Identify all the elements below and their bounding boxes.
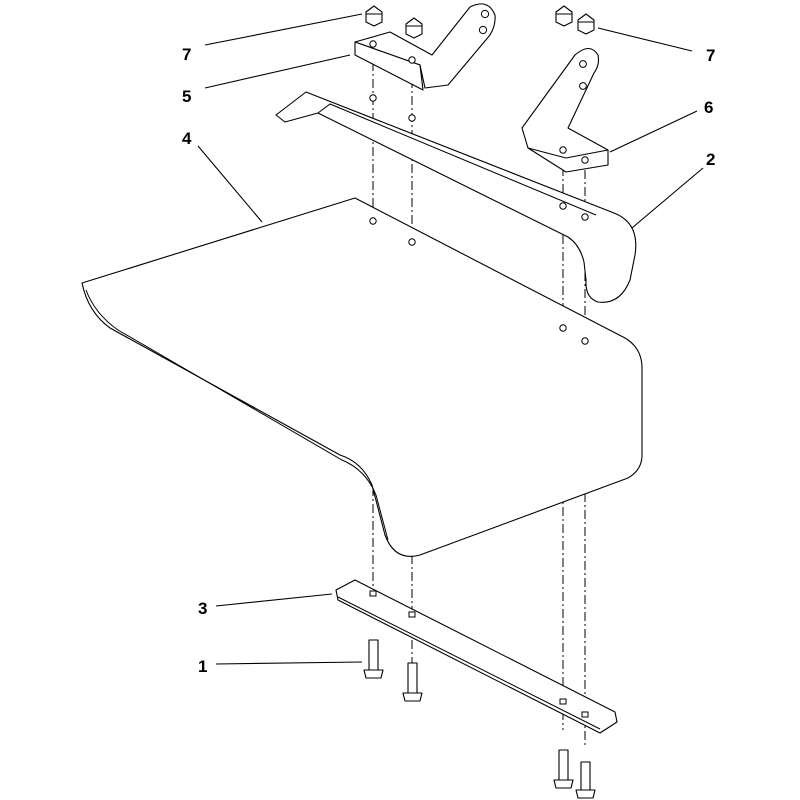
carriage-bolts [363, 639, 596, 799]
nut-right-a [555, 5, 573, 27]
upper-deflector-strip [275, 91, 637, 303]
bolt-b [402, 662, 423, 702]
callout-7-left: 7 [182, 45, 191, 64]
callout-7-right: 7 [706, 46, 715, 65]
callout-3: 3 [198, 599, 207, 618]
bolt-a [363, 639, 384, 679]
lock-nuts [365, 5, 595, 39]
nut-left-b [405, 17, 423, 39]
bolt-d [575, 761, 596, 799]
leader-lines [197, 13, 704, 665]
nut-left-a [365, 5, 383, 27]
callout-4: 4 [182, 129, 192, 148]
nut-right-b [577, 13, 595, 35]
callout-labels: 7 5 4 7 6 2 3 1 [182, 45, 715, 676]
callout-5: 5 [182, 87, 191, 106]
backing-strip [335, 579, 618, 734]
callout-2: 2 [706, 150, 715, 169]
deflector-plate [81, 197, 643, 557]
callout-1: 1 [198, 657, 207, 676]
callout-6: 6 [704, 98, 713, 117]
bolt-c [553, 749, 574, 789]
left-bracket [354, 3, 496, 91]
right-bracket [521, 47, 609, 173]
